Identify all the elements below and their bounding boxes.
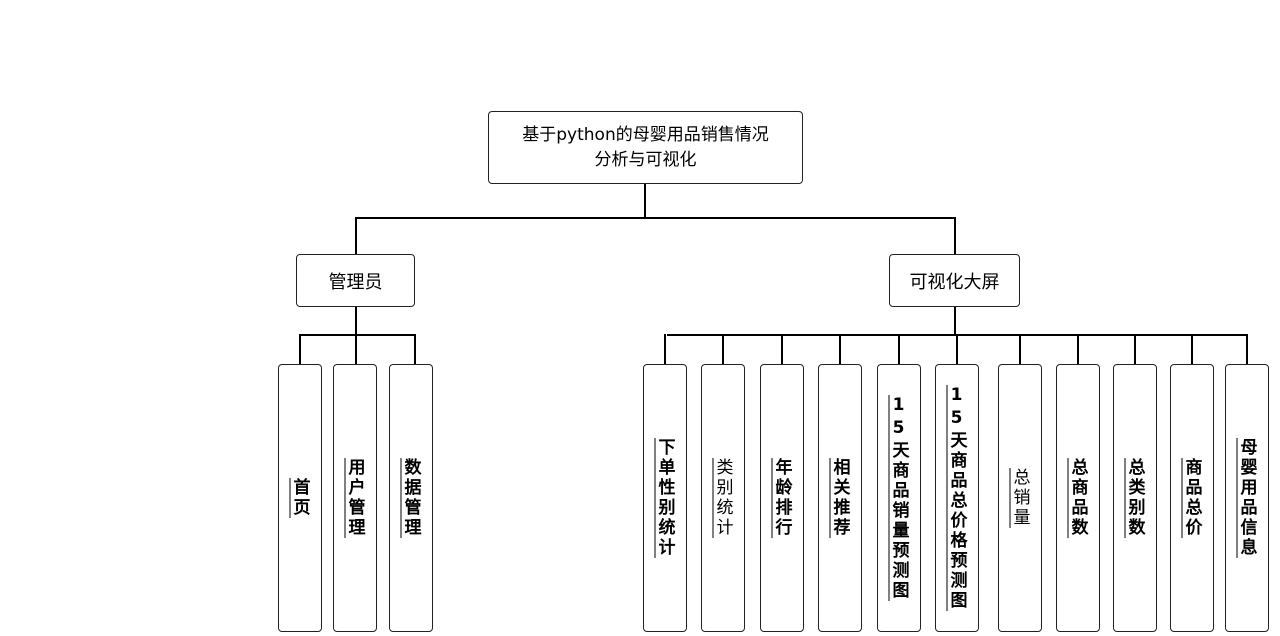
screen-node: 可视化大屏 bbox=[889, 254, 1020, 307]
leaf-label: 15天商品销量预测图 bbox=[888, 395, 909, 601]
connector bbox=[954, 307, 956, 336]
screen-leaf-recommendation: 相关推荐 bbox=[818, 364, 862, 632]
connector bbox=[355, 217, 357, 255]
connector bbox=[664, 334, 666, 364]
connector bbox=[299, 334, 415, 336]
admin-node: 管理员 bbox=[296, 254, 415, 307]
screen-label: 可视化大屏 bbox=[909, 271, 1000, 293]
root-node: 基于python的母婴用品销售情况 分析与可视化 bbox=[488, 111, 803, 184]
root-title-line1: 基于python的母婴用品销售情况 bbox=[522, 124, 769, 145]
screen-leaf-age-ranking: 年龄排行 bbox=[760, 364, 804, 632]
admin-leaf-user-management: 用户管理 bbox=[333, 364, 377, 632]
leaf-label: 首页 bbox=[289, 478, 310, 518]
leaf-label: 类别统计 bbox=[712, 458, 733, 538]
connector bbox=[898, 334, 900, 364]
connector bbox=[1134, 334, 1136, 364]
connector bbox=[839, 334, 841, 364]
leaf-label: 用户管理 bbox=[344, 458, 365, 538]
screen-leaf-category-stats: 类别统计 bbox=[701, 364, 745, 632]
connector bbox=[355, 334, 357, 364]
screen-leaf-total-price: 商品总价 bbox=[1170, 364, 1214, 632]
screen-leaf-total-categories: 总类别数 bbox=[1113, 364, 1157, 632]
connector bbox=[414, 334, 416, 364]
connector bbox=[644, 184, 646, 218]
connector bbox=[355, 307, 357, 336]
connector bbox=[956, 334, 958, 364]
leaf-label: 年龄排行 bbox=[771, 458, 792, 538]
leaf-label: 相关推荐 bbox=[829, 458, 850, 538]
connector bbox=[299, 334, 301, 364]
admin-leaf-home: 首页 bbox=[278, 364, 322, 632]
leaf-label: 总商品数 bbox=[1067, 458, 1088, 538]
connector bbox=[1191, 334, 1193, 364]
leaf-label: 总类别数 bbox=[1124, 458, 1145, 538]
connector bbox=[1246, 334, 1248, 364]
connector bbox=[1077, 334, 1079, 364]
connector bbox=[954, 217, 956, 255]
leaf-label: 总销量 bbox=[1009, 468, 1030, 528]
leaf-label: 数据管理 bbox=[400, 458, 421, 538]
connector bbox=[722, 334, 724, 364]
connector bbox=[1019, 334, 1021, 364]
screen-leaf-price-forecast: 15天商品总价格预测图 bbox=[935, 364, 979, 632]
leaf-label: 下单性别统计 bbox=[654, 438, 675, 558]
leaf-label: 商品总价 bbox=[1181, 458, 1202, 538]
leaf-label: 母婴用品信息 bbox=[1236, 438, 1257, 558]
leaf-label: 15天商品总价格预测图 bbox=[946, 385, 967, 611]
screen-leaf-gender-stats: 下单性别统计 bbox=[643, 364, 687, 632]
admin-leaf-data-management: 数据管理 bbox=[389, 364, 433, 632]
admin-label: 管理员 bbox=[328, 271, 383, 293]
screen-leaf-product-info: 母婴用品信息 bbox=[1225, 364, 1269, 632]
root-title-line2: 分析与可视化 bbox=[594, 149, 697, 170]
screen-leaf-total-sales: 总销量 bbox=[998, 364, 1042, 632]
screen-leaf-total-products: 总商品数 bbox=[1056, 364, 1100, 632]
screen-leaf-sales-forecast: 15天商品销量预测图 bbox=[877, 364, 921, 632]
connector bbox=[355, 217, 955, 219]
connector bbox=[781, 334, 783, 364]
